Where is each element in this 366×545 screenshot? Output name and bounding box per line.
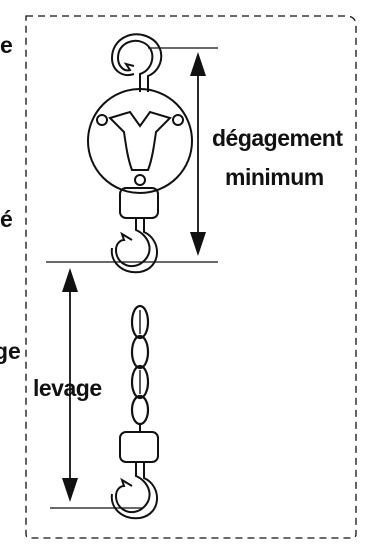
dashed-border <box>25 15 357 539</box>
scale-dial-icon <box>87 88 193 194</box>
middle-hook-icon <box>110 218 158 274</box>
left-text-fragment-3: ge <box>0 338 21 364</box>
bottom-hook-icon <box>110 462 158 520</box>
top-hook-icon <box>110 33 163 92</box>
lift-arrow-icon <box>62 268 78 502</box>
left-text-fragment-1: e <box>0 32 13 58</box>
left-text-fragment-2: é <box>0 206 13 232</box>
clearance-label-line2: minimum <box>225 164 324 190</box>
clearance-label-line1: dégagement <box>212 125 343 151</box>
clearance-arrow-icon <box>190 52 206 256</box>
lift-label: levage <box>33 375 102 401</box>
bottom-block <box>119 431 159 463</box>
chain-icon <box>130 304 150 432</box>
scale-body-block <box>119 187 159 219</box>
